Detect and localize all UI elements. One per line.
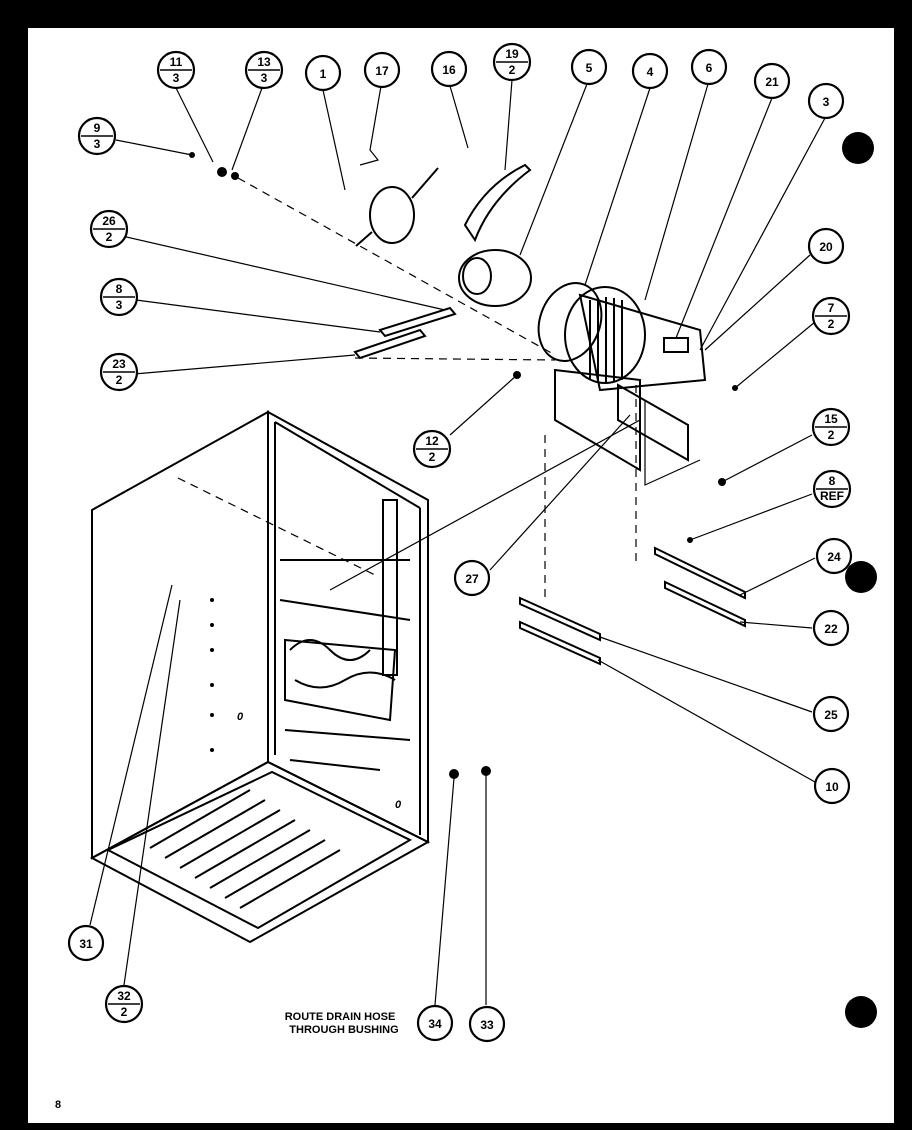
callout-label: 33 <box>480 1018 494 1032</box>
callout-bottom: 2 <box>106 230 113 244</box>
callout-bottom: 3 <box>261 71 268 85</box>
callout-label: 31 <box>79 937 93 951</box>
callout-17: 17 <box>363 51 401 89</box>
callout-32-over-2: 32 2 <box>104 984 144 1024</box>
callout-12-over-2: 12 2 <box>412 429 452 469</box>
callout-20: 20 <box>807 227 845 265</box>
callout-9-over-3: 9 3 <box>77 116 117 156</box>
callout-label: 4 <box>647 65 654 79</box>
callout-label: 17 <box>375 64 389 78</box>
callout-top: 8 <box>116 282 123 296</box>
callout-label: 20 <box>819 240 833 254</box>
callout-bottom: 2 <box>828 428 835 442</box>
callout-bottom: 2 <box>509 63 516 77</box>
callout-bottom: REF <box>820 489 844 503</box>
callout-label: 1 <box>320 67 327 81</box>
callout-11-over-3: 11 3 <box>156 50 196 90</box>
punch-hole-middle <box>845 561 877 593</box>
callout-7-over-2: 7 2 <box>811 296 851 336</box>
callout-bottom: 2 <box>828 317 835 331</box>
callout-6: 6 <box>690 48 728 86</box>
callout-23-over-2: 23 2 <box>99 352 139 392</box>
callout-label: 3 <box>823 95 830 109</box>
callout-4: 4 <box>631 52 669 90</box>
callout-24: 24 <box>815 537 853 575</box>
callout-label: 10 <box>825 780 839 794</box>
callout-top: 7 <box>828 301 835 315</box>
callout-label: 5 <box>586 61 593 75</box>
page-number: 8 <box>55 1099 61 1111</box>
callout-top: 23 <box>112 357 126 371</box>
callout-21: 21 <box>753 62 791 100</box>
cabinet-drawing: 0 0 <box>89 410 641 944</box>
callout-5: 5 <box>570 48 608 86</box>
callout-3: 3 <box>807 82 845 120</box>
callout-bottom: 2 <box>429 450 436 464</box>
callout-label: 25 <box>824 708 838 722</box>
callout-bottom: 3 <box>173 71 180 85</box>
callout-top: 13 <box>257 55 271 69</box>
callout-26-over-2: 26 2 <box>89 209 129 249</box>
callout-16: 16 <box>430 50 468 88</box>
callout-top: 12 <box>425 434 439 448</box>
callout-13-over-3: 13 3 <box>244 50 284 90</box>
callout-25: 25 <box>812 695 850 733</box>
callout-33: 33 <box>468 1005 506 1043</box>
callout-15-over-2: 15 2 <box>811 407 851 447</box>
callout-bottom: 2 <box>121 1005 128 1019</box>
svg-text:0: 0 <box>237 711 244 723</box>
callout-label: 16 <box>442 63 456 77</box>
svg-text:0: 0 <box>395 799 402 811</box>
punch-hole-bottom <box>845 996 877 1028</box>
callout-1: 1 <box>304 54 342 92</box>
callout-19-over-2: 19 2 <box>492 42 532 82</box>
callout-label: 27 <box>465 572 479 586</box>
note-line-1: ROUTE DRAIN HOSE <box>285 1011 396 1023</box>
note-line-2: THROUGH BUSHING <box>289 1024 398 1036</box>
callout-top: 26 <box>102 214 116 228</box>
callout-bottom: 2 <box>116 373 123 387</box>
callout-34: 34 <box>416 1004 454 1042</box>
callout-label: 21 <box>765 75 779 89</box>
callout-10: 10 <box>813 767 851 805</box>
callout-top: 15 <box>824 412 838 426</box>
callout-label: 34 <box>428 1017 442 1031</box>
callout-31: 31 <box>67 924 105 962</box>
callout-bottom: 3 <box>94 137 101 151</box>
callout-8-over-3: 8 3 <box>99 277 139 317</box>
callout-top: 32 <box>117 989 131 1003</box>
callout-8-ref: 8 REF <box>812 469 852 509</box>
callout-label: 24 <box>827 550 841 564</box>
callout-label: 22 <box>824 622 838 636</box>
callout-top: 19 <box>505 47 519 61</box>
leader-lines <box>89 79 826 1006</box>
callout-top: 8 <box>829 474 836 488</box>
callout-top: 11 <box>170 55 183 69</box>
callout-22: 22 <box>812 609 850 647</box>
callout-top: 9 <box>94 121 101 135</box>
punch-hole-top <box>842 132 874 164</box>
callout-label: 6 <box>706 61 713 75</box>
callout-bottom: 3 <box>116 298 123 312</box>
callout-27: 27 <box>453 559 491 597</box>
